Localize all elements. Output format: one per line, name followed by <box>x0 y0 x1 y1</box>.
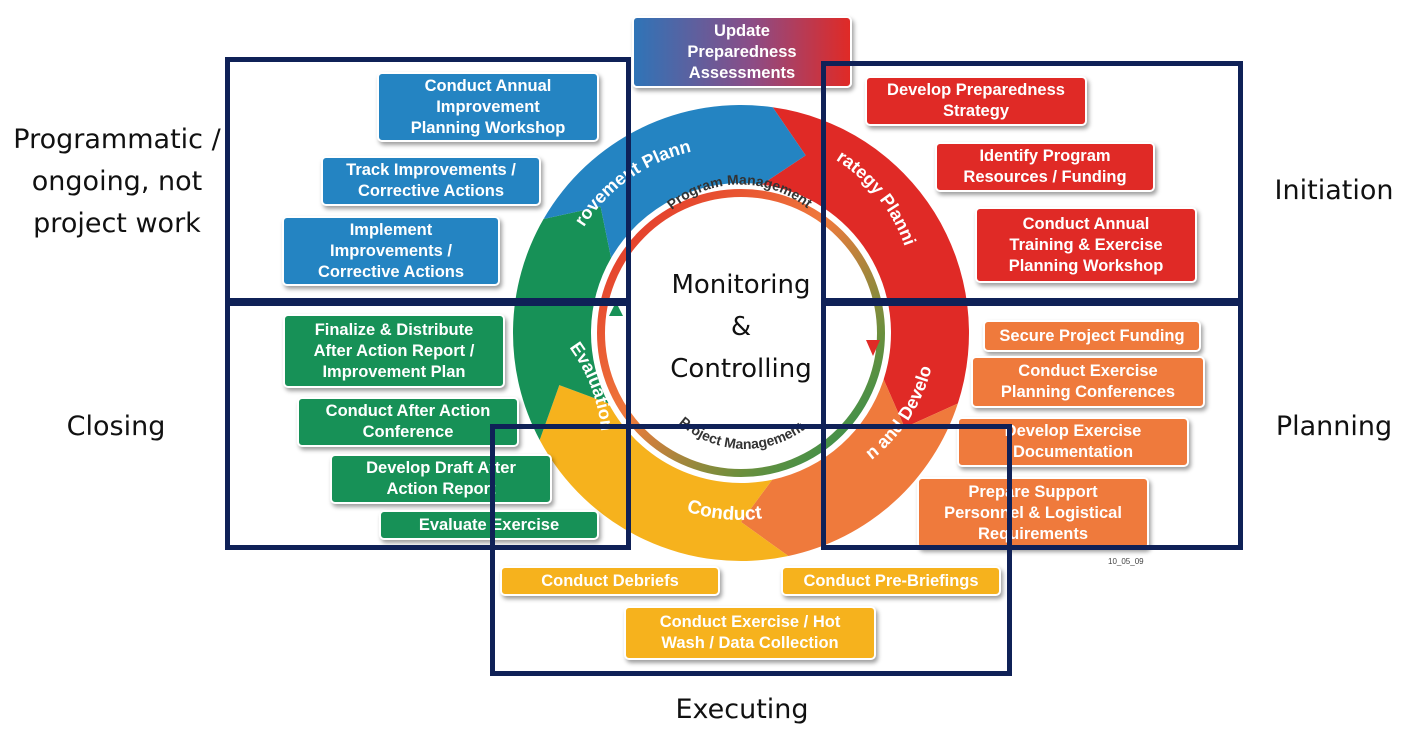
task-aar-conference: Conduct After Action Conference <box>297 397 519 447</box>
label-initiation: Initiation <box>1274 175 1394 206</box>
segment-conduct <box>539 385 789 561</box>
reference-code: 10_05_09 <box>1108 557 1144 566</box>
task-secure-funding: Secure Project Funding <box>983 320 1201 352</box>
center-controlling: Controlling <box>670 354 812 384</box>
label-closing: Closing <box>66 411 166 442</box>
frame-executing <box>490 424 1012 676</box>
task-exercise-documentation: Develop Exercise Documentation <box>957 417 1189 467</box>
segment-design <box>741 379 958 557</box>
task-update-preparedness: Update Preparedness Assessments <box>632 16 852 88</box>
task-conduct-annual-improvement: Conduct Annual Improvement Planning Work… <box>377 72 599 142</box>
center-monitoring: Monitoring <box>671 270 811 300</box>
task-conduct-debriefs: Conduct Debriefs <box>500 566 720 596</box>
task-support-personnel: Prepare Support Personnel & Logistical R… <box>917 477 1149 549</box>
center-ampersand: & <box>730 312 752 342</box>
inner-ring <box>597 189 885 477</box>
task-conduct-pre-briefings: Conduct Pre-Briefings <box>781 566 1001 596</box>
segment-improvement <box>543 104 806 258</box>
frame-initiation <box>821 61 1243 306</box>
task-implement-improvements: Implement Improvements / Corrective Acti… <box>282 216 500 286</box>
task-develop-strategy: Develop Preparedness Strategy <box>865 76 1087 126</box>
inner-ring-arrowhead <box>866 340 880 356</box>
task-evaluate-exercise: Evaluate Exercise <box>379 510 599 540</box>
label-planning: Planning <box>1275 411 1393 442</box>
task-track-improvements: Track Improvements / Corrective Actions <box>321 156 541 206</box>
task-finalize-aar: Finalize & Distribute After Action Repor… <box>283 314 505 388</box>
task-conduct-exercise: Conduct Exercise / Hot Wash / Data Colle… <box>624 606 876 660</box>
inner-disc <box>607 199 875 467</box>
segment-evaluation <box>512 206 612 441</box>
label-executing: Executing <box>675 694 809 725</box>
task-conduct-annual-training: Conduct Annual Training & Exercise Plann… <box>975 207 1197 283</box>
task-planning-conferences: Conduct Exercise Planning Conferences <box>971 356 1205 408</box>
inner-ring-arrowhead-left <box>609 302 623 316</box>
task-draft-aar: Develop Draft After Action Report <box>330 454 552 504</box>
frame-programmatic <box>225 57 631 306</box>
task-identify-resources: Identify Program Resources / Funding <box>935 142 1155 192</box>
label-programmatic: Programmatic / ongoing, not project work <box>13 124 221 239</box>
cycle-segments <box>512 104 969 561</box>
segment-strategy <box>761 107 969 428</box>
